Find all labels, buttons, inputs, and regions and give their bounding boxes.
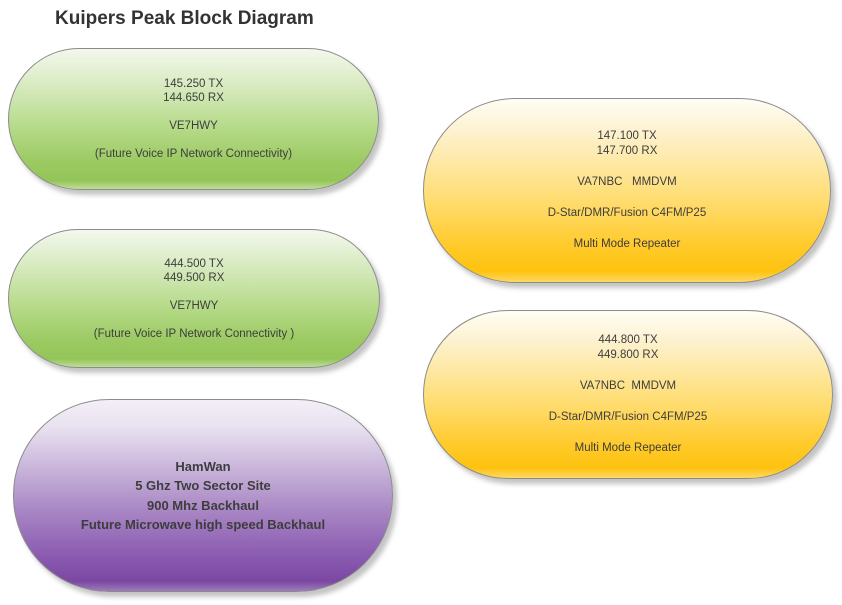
callsign: VA7NBC MMDVM bbox=[579, 380, 677, 392]
future-note: (Future Voice IP Network Connectivity ) bbox=[93, 327, 295, 340]
block-yellow-uhf-mmdvm: 444.800 TX 449.800 RX VA7NBC MMDVM D-Sta… bbox=[423, 310, 833, 479]
callsign: VA7NBC MMDVM bbox=[577, 176, 677, 188]
block-green-uhf-repeater: 444.500 TX 449.500 RX VE7HWY (Future Voi… bbox=[8, 229, 380, 368]
modes: D-Star/DMR/Fusion C4FM/P25 bbox=[548, 411, 708, 423]
block-green-vhf-repeater: 145.250 TX 144.650 RX VE7HWY (Future Voi… bbox=[8, 48, 379, 190]
hamwan-backhaul: 900 Mhz Backhaul bbox=[147, 497, 259, 513]
tx-frequency: 145.250 TX bbox=[163, 78, 224, 90]
repeater-type: Multi Mode Repeater bbox=[573, 238, 681, 250]
callsign: VE7HWY bbox=[169, 299, 219, 312]
page-title: Kuipers Peak Block Diagram bbox=[55, 8, 314, 29]
future-note: (Future Voice IP Network Connectivity) bbox=[94, 148, 293, 160]
callsign: VE7HWY bbox=[169, 120, 218, 132]
rx-frequency: 147.700 RX bbox=[596, 145, 658, 157]
block-hamwan: HamWan 5 Ghz Two Sector Site 900 Mhz Bac… bbox=[13, 399, 393, 592]
hamwan-sector-site: 5 Ghz Two Sector Site bbox=[135, 478, 271, 493]
tx-frequency: 444.800 TX bbox=[598, 334, 658, 346]
tx-frequency: 444.500 TX bbox=[164, 257, 224, 270]
hamwan-title: HamWan bbox=[175, 458, 231, 474]
rx-frequency: 144.650 RX bbox=[163, 92, 224, 104]
hamwan-future-backhaul: Future Microwave high speed Backhaul bbox=[80, 517, 326, 532]
rx-frequency: 449.500 RX bbox=[163, 271, 225, 284]
modes: D-Star/DMR/Fusion C4FM/P25 bbox=[547, 207, 707, 219]
repeater-type: Multi Mode Repeater bbox=[574, 442, 682, 454]
block-yellow-vhf-mmdvm: 147.100 TX 147.700 RX VA7NBC MMDVM D-Sta… bbox=[423, 98, 831, 283]
rx-frequency: 449.800 RX bbox=[597, 349, 659, 361]
tx-frequency: 147.100 TX bbox=[597, 130, 657, 142]
